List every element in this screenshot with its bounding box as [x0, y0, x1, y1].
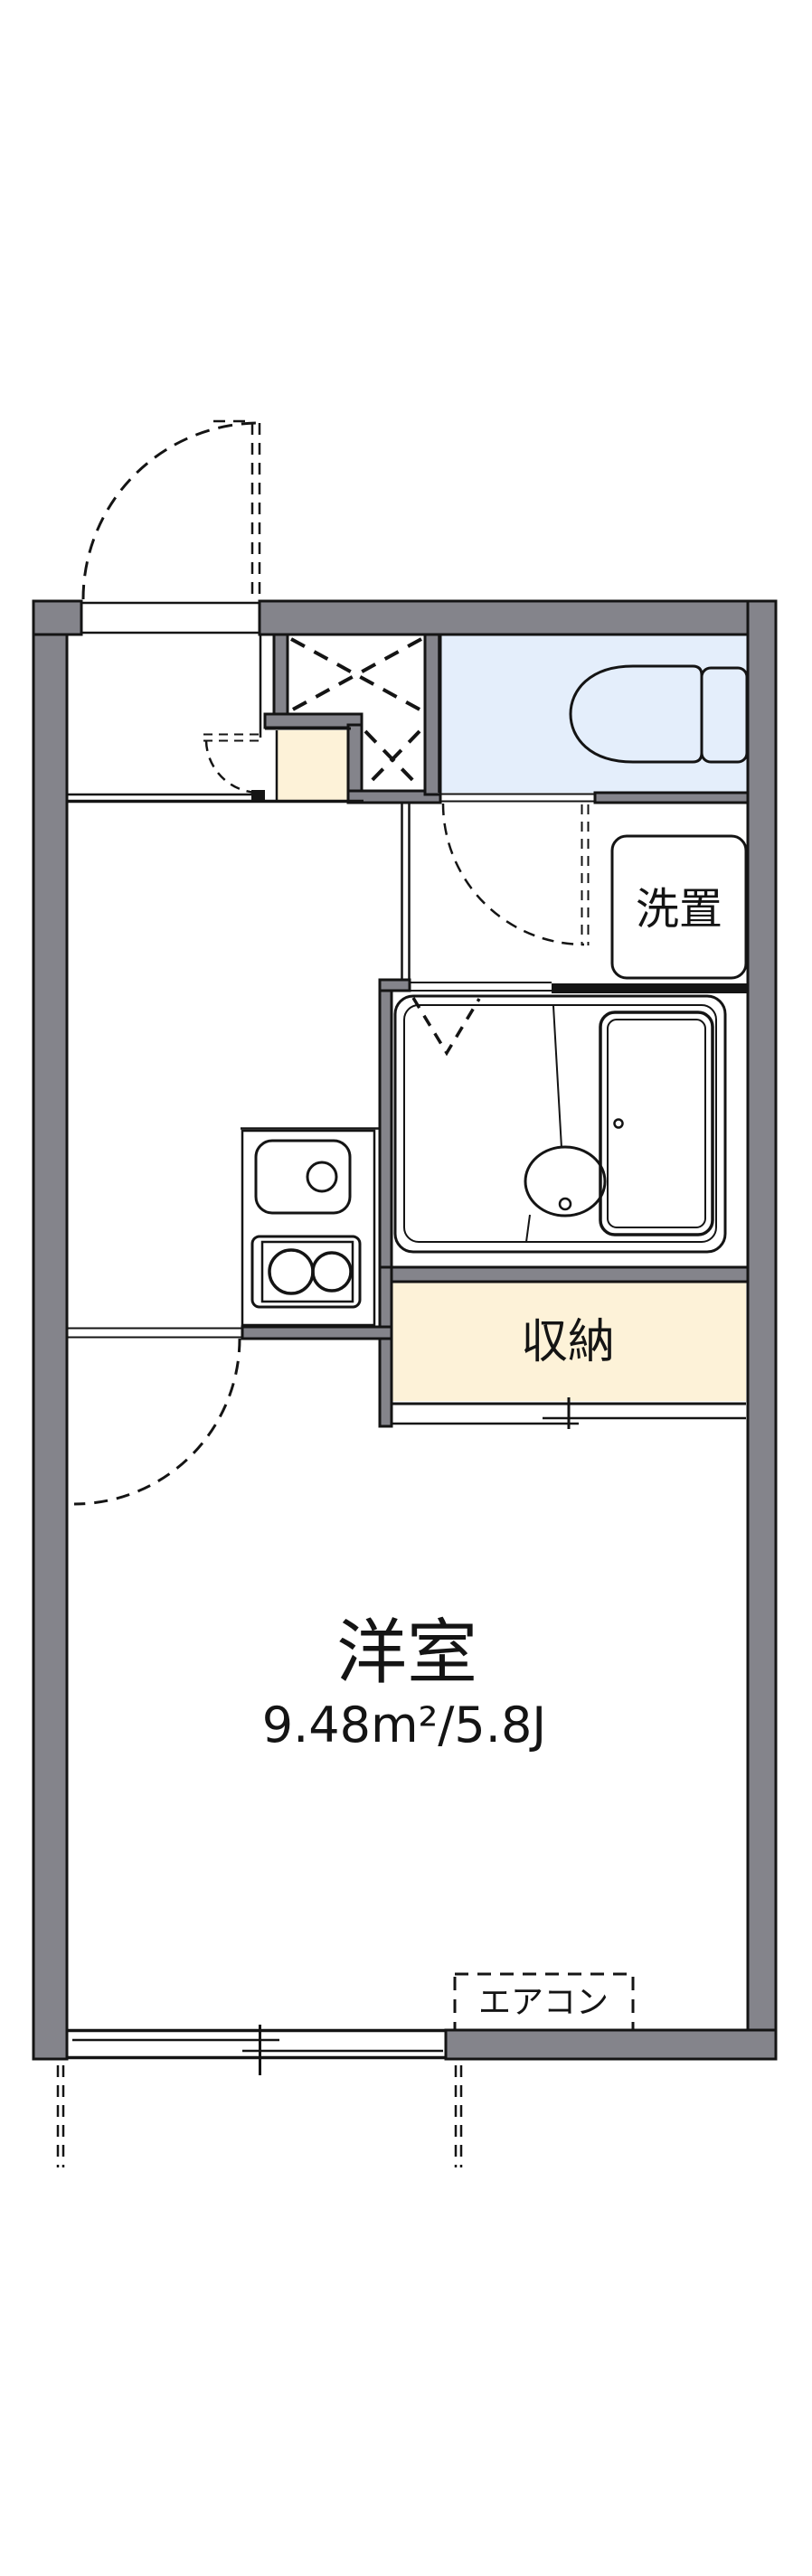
wall-bath-top-right: [552, 983, 748, 993]
entrance-inner-door-arc: [204, 740, 260, 794]
entrance-inner-door-leaf: [203, 733, 260, 742]
wall-bath-top-cap: [378, 978, 411, 992]
wall-hall-bottom: [241, 1325, 393, 1340]
toilet-door-threshold: [440, 793, 595, 803]
toilet-door-leaf: [581, 804, 590, 945]
exterior-wall-top: [258, 599, 778, 636]
toilet-fixture: [569, 664, 749, 764]
washbasin-drain: [558, 1197, 572, 1211]
washer-space-box: [610, 834, 748, 980]
exterior-walls: [32, 599, 778, 2061]
x-closet-cross-upper: [290, 637, 422, 712]
room-door-threshold: [67, 1327, 242, 1339]
room-door-swing-arc: [73, 1338, 241, 1506]
bath-folding-door: [411, 997, 481, 1057]
bathtub: [599, 1011, 714, 1236]
bathroom-unit: [393, 994, 727, 1254]
exterior-wall-left: [32, 599, 69, 2061]
storage-closet: [392, 1282, 746, 1401]
balcony-boundary-right: [454, 2065, 463, 2167]
bath-unit-outline: [393, 994, 727, 1254]
exterior-wall-right: [746, 599, 778, 2061]
bath-floor-line: [525, 1214, 531, 1243]
aircon-box: [453, 1972, 635, 2032]
interior-walls: [241, 633, 750, 1428]
wall-toilet-bottom: [593, 791, 750, 804]
entrance-door-threshold: [81, 601, 260, 635]
aircon-label: エアコン: [478, 1984, 609, 2021]
storage-label: 収納: [521, 1315, 615, 1369]
window-sliding-panes: [72, 2038, 443, 2053]
wall-bath-left: [378, 989, 393, 1269]
washbasin: [524, 1145, 607, 1217]
balcony-boundary-left: [56, 2065, 65, 2167]
kitchen: [241, 1129, 376, 1327]
bath-unit-inner-line: [403, 1004, 717, 1243]
main-room-label: 洋室: [336, 1612, 477, 1694]
kitchen-counter: [241, 1129, 376, 1327]
hall-partition-double-line: [401, 801, 411, 982]
wall-xcloset-bottom: [346, 789, 442, 804]
dashed-symbols: [56, 419, 635, 2167]
bath-floor-divider-line: [552, 1005, 562, 1149]
thin-lines: [67, 601, 746, 2075]
exterior-wall-top-left-stub: [32, 599, 83, 636]
stove-burner-left: [268, 1248, 315, 1295]
bath-door-threshold: [410, 982, 552, 992]
stove-inner: [260, 1240, 354, 1303]
toilet-bowl: [569, 664, 703, 764]
kitchen-sink: [254, 1139, 352, 1215]
entrance-door-swing-arc: [81, 421, 260, 600]
entrance-door-leaf: [213, 419, 261, 599]
washer-space-label: 洗置: [636, 884, 722, 935]
wall-right-of-entrance-step: [346, 723, 364, 794]
bathtub-inner: [607, 1019, 706, 1228]
main-room-size-label: 9.48m²/5.8J: [262, 1697, 546, 1753]
window-frame-lines: [67, 2028, 446, 2060]
storage-slider-panels: [392, 1416, 746, 1425]
sink-drain: [306, 1161, 338, 1193]
bathtub-drain: [613, 1118, 624, 1129]
wall-bath-storage-divider: [390, 1265, 750, 1283]
toilet-door-swing-arc: [441, 803, 585, 946]
toilet-room: [440, 635, 748, 793]
x-closet-cross-lower: [364, 729, 421, 789]
entrance-step-area: [277, 730, 348, 801]
exterior-wall-bottom: [444, 2028, 778, 2061]
stove-burner-right: [311, 1251, 353, 1293]
stove: [250, 1235, 362, 1309]
wall-xcloset-left: [272, 633, 289, 718]
wall-storage-left: [378, 1265, 393, 1428]
